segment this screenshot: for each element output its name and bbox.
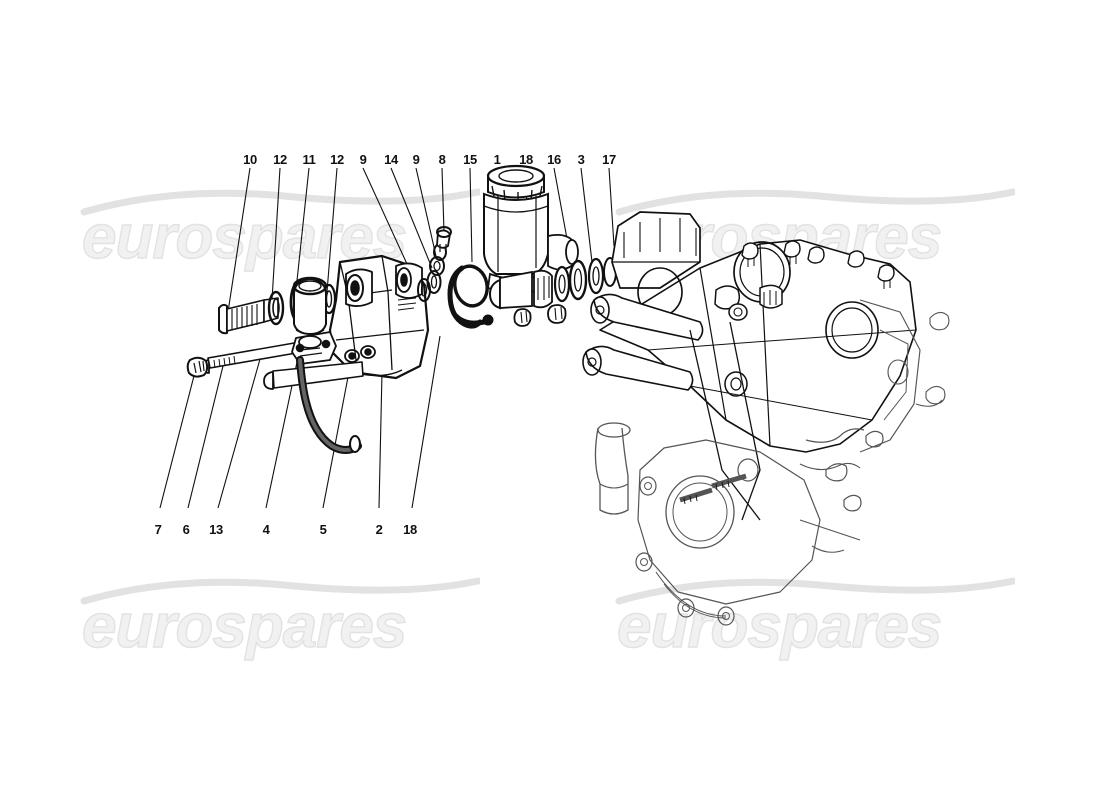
power-steering-pump-assembly [186,226,452,454]
callout-top-13-label-17[interactable]: 17 [602,152,616,167]
timing-cover-assembly [594,299,950,626]
callout-bottom-5-label-2[interactable]: 2 [375,522,383,537]
callout-top-2-label-11[interactable]: 11 [302,152,316,167]
leader-line-6 [187,361,225,509]
fluid-reservoir [483,164,579,294]
engine-block-outline [582,211,917,521]
callout-top-5-label-14[interactable]: 14 [384,152,398,167]
leader-line-18 [411,335,441,509]
callout-top-6-label-9[interactable]: 9 [412,152,420,167]
callout-top-0-label-10[interactable]: 10 [243,152,257,167]
block-studs [741,240,895,289]
nut-7 [186,356,209,378]
callout-top-8-label-15[interactable]: 15 [463,152,477,167]
callout-top-7-label-8[interactable]: 8 [438,152,446,167]
callout-top-3-label-12[interactable]: 12 [330,152,344,167]
callout-top-1-label-12[interactable]: 12 [273,152,287,167]
callout-bottom-3-label-4[interactable]: 4 [262,522,270,537]
callout-top-4-label-9[interactable]: 9 [359,152,367,167]
bolt-long-upper [218,297,279,335]
leader-line-8 [441,167,445,233]
mid-mount-boss [714,285,748,321]
bolt-lower-front [263,361,364,390]
callout-top-12-label-3[interactable]: 3 [577,152,585,167]
leader-line-9 [415,167,437,257]
suction-hose [296,356,362,454]
callout-top-11-label-16[interactable]: 16 [547,152,561,167]
union-fittings-stack [417,226,452,302]
o-ring-clamp-15 [447,264,494,329]
washer-12a [267,290,285,326]
leader-line-12 [271,167,281,301]
pump-port-boss [345,268,373,307]
pump-inlet-neck [292,276,328,335]
pump-pivot-block [291,331,337,365]
leader-line-3 [580,167,593,263]
leader-line-11 [295,167,310,291]
callout-bottom-4-label-5[interactable]: 5 [319,522,327,537]
callout-bottom-1-label-6[interactable]: 6 [182,522,190,537]
callout-bottom-6-label-18[interactable]: 18 [403,522,417,537]
leader-line-17 [608,167,615,247]
leader-line-5 [322,355,353,509]
callout-top-9-label-1[interactable]: 1 [493,152,501,167]
cam-cover-tubes [582,293,704,391]
leader-line-15 [469,167,473,263]
leader-line-2 [378,371,383,509]
leader-line-13 [217,351,263,509]
callout-bottom-0-label-7[interactable]: 7 [154,522,162,537]
callout-bottom-2-label-13[interactable]: 13 [209,522,223,537]
leader-line-7 [159,367,197,509]
right-mount-bolt [759,284,783,309]
oil-pipe-cluster [799,428,884,553]
leader-line-12 [326,167,338,293]
callout-top-10-label-18[interactable]: 18 [519,152,533,167]
timing-cover-bolts [679,458,759,505]
pump-mount-eyes [344,345,376,363]
leader-line-14 [390,167,433,269]
leader-line-10 [227,167,251,313]
